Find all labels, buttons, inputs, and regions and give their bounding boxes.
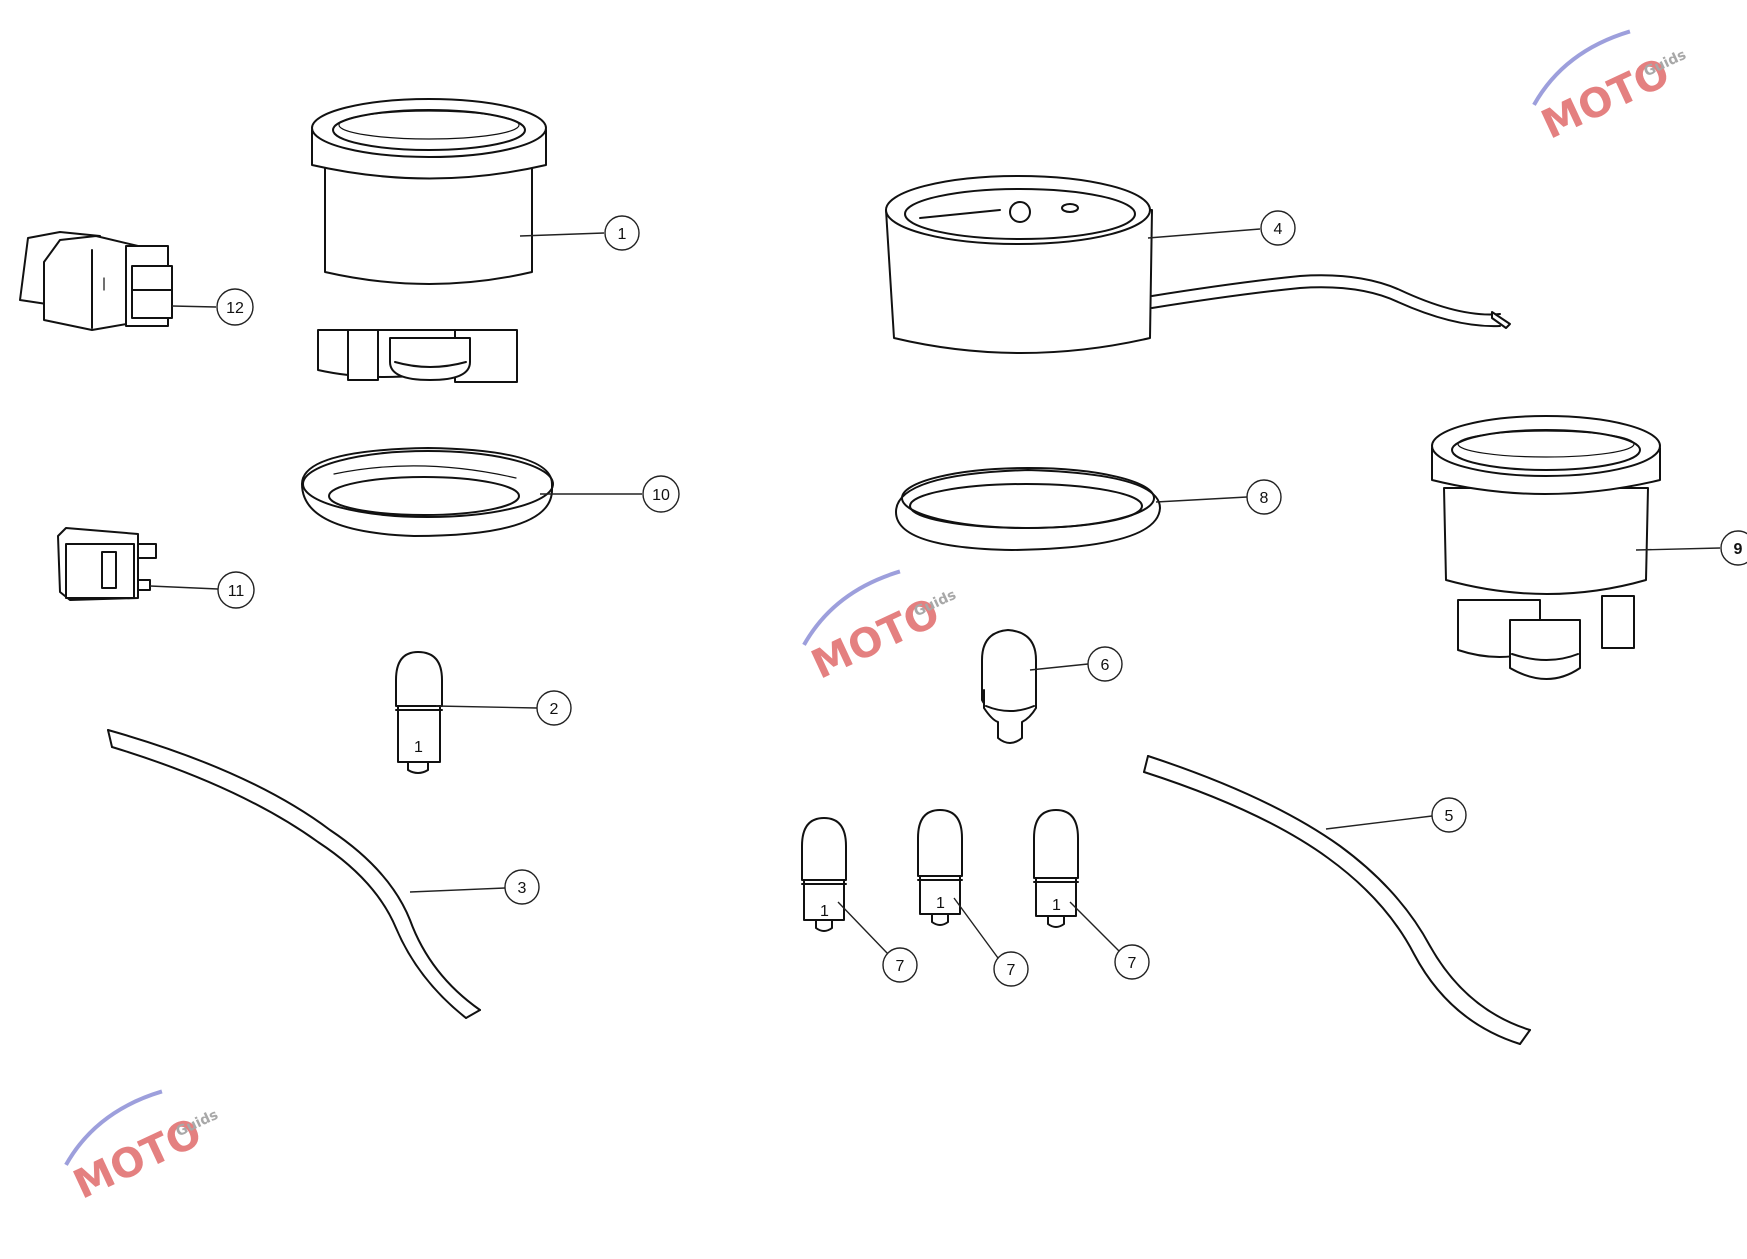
callout-label: 4	[1274, 221, 1283, 238]
callout-label: 12	[226, 300, 244, 317]
callout-label: 9	[1734, 541, 1743, 558]
bulb-marking: 1	[1052, 897, 1061, 914]
callout-6: 6	[1029, 646, 1123, 682]
callout-8: 8	[1155, 479, 1282, 515]
callout-label: 10	[652, 487, 670, 504]
callout-5: 5	[1325, 797, 1467, 833]
callout-label: 1	[618, 226, 627, 243]
callout-4: 4	[1147, 210, 1296, 246]
callout-12: 12	[171, 288, 254, 326]
callout-11: 11	[149, 571, 255, 609]
callout-label: 6	[1101, 657, 1110, 674]
callout-label: 7	[896, 958, 905, 975]
callout-label: 8	[1260, 490, 1269, 507]
bulb-marking: 1	[936, 895, 945, 912]
watermark-logo: MOTO Guids	[802, 569, 959, 688]
instrument-housing-part-9	[1431, 415, 1661, 680]
connector-part-12	[19, 231, 173, 331]
bulb-part-7-left: 1	[801, 817, 847, 932]
connector-part-11	[57, 527, 157, 601]
callout-label: 2	[550, 701, 559, 718]
bulb-part-7-right: 1	[1033, 809, 1079, 928]
callout-label: 3	[518, 880, 527, 897]
callout-10: 10	[540, 475, 680, 513]
callout-7-right: 7	[1069, 901, 1150, 980]
bulb-marking: 1	[414, 739, 423, 756]
callout-7-left: 7	[837, 901, 918, 983]
callout-9: 9	[1635, 530, 1747, 566]
callout-label: 11	[228, 583, 245, 600]
bulb-part-2: 1	[395, 651, 443, 774]
watermark-logo: MOTO Guids	[64, 1089, 221, 1208]
callout-7-middle: 7	[953, 897, 1029, 987]
callout-3: 3	[409, 869, 540, 905]
callout-label: 7	[1128, 955, 1137, 972]
callout-label: 7	[1007, 962, 1016, 979]
callout-1: 1	[519, 215, 640, 251]
instrument-housing-part-1	[311, 98, 547, 383]
watermark-logo: MOTO Guids	[1532, 29, 1689, 148]
callout-label: 5	[1445, 808, 1454, 825]
callout-2: 2	[435, 690, 572, 726]
bulb-part-7-middle: 1	[917, 809, 963, 926]
gauge-part-4	[885, 175, 1511, 354]
hose-part-3	[107, 729, 481, 1019]
bulb-part-6	[981, 629, 1037, 744]
thin-ring-part-8	[895, 467, 1161, 551]
bulb-marking: 1	[820, 903, 829, 920]
hose-part-5	[1143, 755, 1531, 1045]
sealing-ring-part-10	[301, 447, 554, 537]
